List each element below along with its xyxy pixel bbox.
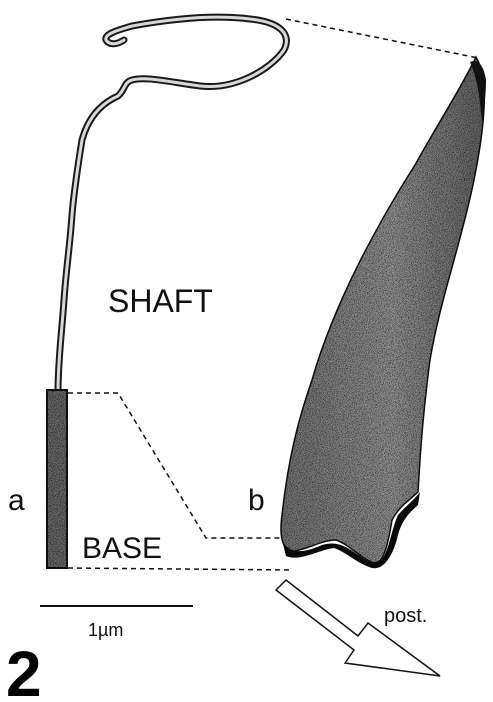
figure-number: 2 (6, 638, 42, 702)
flagellum-b-stipple (281, 57, 484, 563)
label-shaft: SHAFT (108, 283, 213, 319)
label-direction: post. (384, 605, 427, 627)
scale-bar-label: 1µm (88, 620, 123, 640)
label-panel-b: b (248, 484, 265, 517)
flagellum-b (281, 57, 486, 568)
label-panel-a: a (8, 484, 25, 517)
posterior-arrow-icon (276, 580, 440, 676)
flagellum-shaft-outline (58, 17, 286, 392)
connector-top (286, 19, 478, 58)
flagellum-base-texture (47, 390, 67, 568)
label-base: BASE (82, 532, 162, 565)
connector-base-bottom (68, 568, 292, 570)
